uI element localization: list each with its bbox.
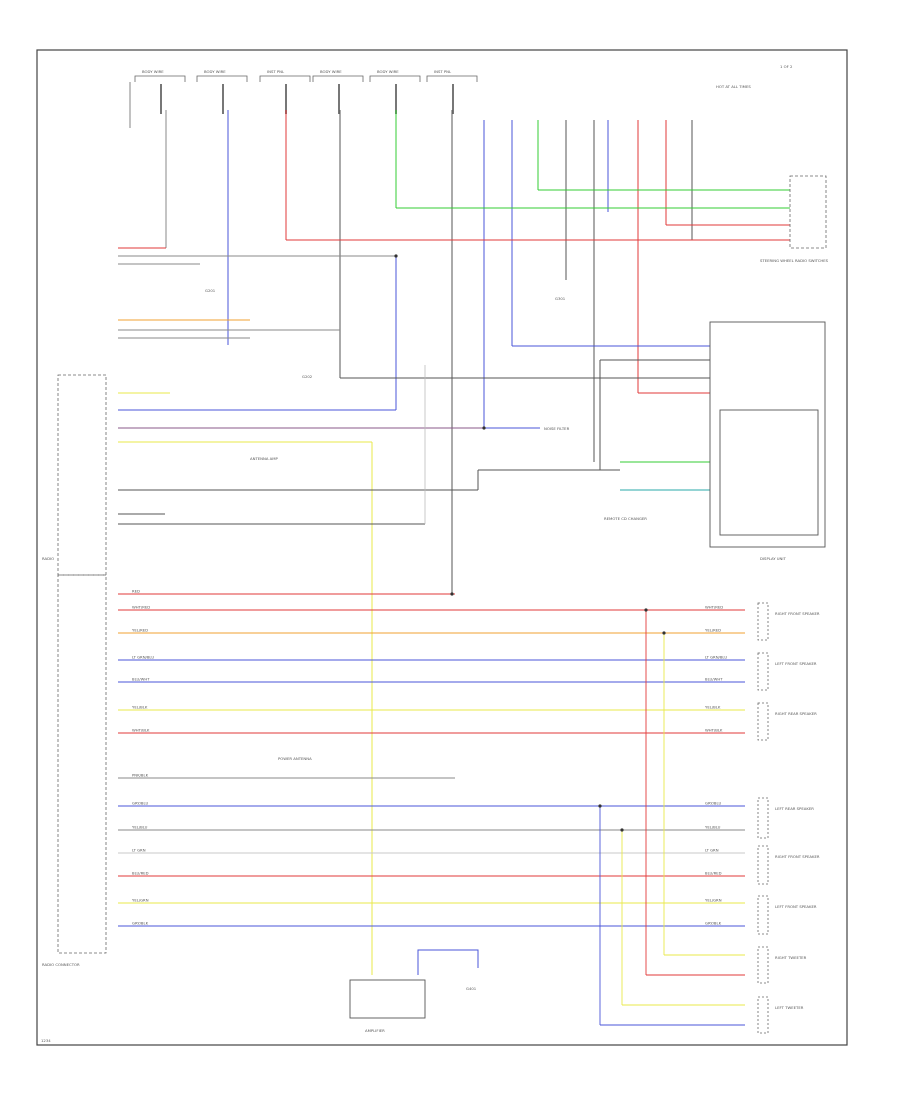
top-connector-label: BODY WIRE	[320, 69, 342, 74]
speaker-label: LEFT FRONT SPEAKER	[775, 661, 817, 666]
top-connector-label: INST PNL	[434, 69, 452, 74]
speaker-label: LEFT REAR SPEAKER	[775, 806, 814, 811]
speaker-label: RIGHT REAR SPEAKER	[775, 711, 817, 716]
top-connector: BODY WIRE	[196, 69, 248, 114]
wire-label-right: YEL/GRN	[705, 898, 722, 903]
top-connector-label: BODY WIRE	[377, 69, 399, 74]
diagram-frame	[36, 49, 848, 1046]
top-connector-label: BODY WIRE	[204, 69, 226, 74]
wire-label-left: YEL/RED	[132, 628, 148, 633]
speaker-label: LEFT FRONT SPEAKER	[775, 904, 817, 909]
radio-connector-label: RADIO CONNECTOR	[42, 962, 80, 967]
ground-4-label: G401	[466, 986, 477, 991]
top-connector: BODY WIRE	[369, 69, 421, 114]
speaker-label: RIGHT FRONT SPEAKER	[775, 854, 820, 859]
amplifier-box	[349, 979, 426, 1019]
noise-filter-label: NOISE FILTER	[544, 426, 570, 431]
wire-label-right: LT GRN	[705, 848, 719, 853]
wire-label-right: LT GRN/BLU	[705, 655, 727, 660]
top-connector: INST PNL	[259, 69, 311, 114]
wire-label-right: BLU/WHT	[705, 677, 723, 682]
speaker: LEFT FRONT SPEAKER	[757, 895, 817, 935]
right-taps	[599, 610, 745, 1026]
speaker: RIGHT REAR SPEAKER	[757, 702, 817, 741]
wire-label-left: GRY/BLK	[132, 921, 149, 926]
speaker: LEFT TWEETER	[757, 996, 804, 1034]
power-antenna-label: POWER ANTENNA	[278, 756, 312, 761]
ground-1-label: G201	[205, 288, 216, 293]
speaker-rows	[118, 593, 745, 927]
wire-label-right: YEL/BLK	[705, 705, 721, 710]
speaker: LEFT FRONT SPEAKER	[757, 652, 817, 691]
radio-lower-box	[57, 574, 107, 954]
wire-label-left: YEL/BLK	[132, 705, 148, 710]
top-connector: BODY WIRE	[134, 69, 186, 114]
footer-code: 1234	[41, 1038, 51, 1043]
display-unit-label: DISPLAY UNIT	[760, 556, 787, 561]
vertical-feeds	[165, 110, 693, 594]
wire-label-right: GRY/BLU	[705, 801, 721, 806]
radio-connector-box	[57, 374, 107, 576]
steering-switch-box	[789, 175, 827, 249]
display-unit-box	[709, 321, 826, 548]
hot-label: HOT AT ALL TIMES	[716, 84, 751, 89]
wire-label-left: WHT/RED	[132, 605, 150, 610]
amplifier-label: AMPLIFIER	[365, 1028, 385, 1033]
top-connector: BODY WIRE	[312, 69, 364, 114]
top-connector: INST PNL	[426, 69, 478, 114]
wire-label-left: GRY/BLU	[132, 801, 148, 806]
ground-3-label: G301	[555, 296, 566, 301]
wire-label-right: WHT/BLK	[705, 728, 723, 733]
wire-label-right: YEL/RED	[705, 628, 721, 633]
splice-dots	[394, 254, 666, 832]
amp-feed	[417, 949, 479, 975]
ground-2-label: G202	[302, 374, 313, 379]
speaker: RIGHT FRONT SPEAKER	[757, 845, 820, 885]
wire-label-left: WHT/BLK	[132, 728, 150, 733]
top-connector-label: BODY WIRE	[142, 69, 164, 74]
top-connectors: BODY WIRE BODY WIRE INST PNL BODY WIRE BODY …	[129, 69, 478, 128]
display-inner-box	[719, 409, 819, 536]
wire-label-left: BLU/WHT	[132, 677, 150, 682]
speaker-boxes: RIGHT FRONT SPEAKER LEFT FRONT SPEAKER RIG…	[757, 602, 820, 1034]
wire-label-right: YEL/BLU	[705, 825, 721, 830]
antenna-amp-label: ANTENNA AMP	[250, 456, 279, 461]
top-connector-label: INST PNL	[267, 69, 285, 74]
wire-label-right: WHT/RED	[705, 605, 723, 610]
radio-label: RADIO	[42, 556, 54, 561]
speaker: RIGHT TWEETER	[757, 946, 807, 984]
speaker-label: RIGHT FRONT SPEAKER	[775, 611, 820, 616]
remote-cd-label: REMOTE CD CHANGER	[604, 516, 647, 521]
row-labels: RED WHT/RED WHT/RED YEL/RED YEL/RED LT GRN/BL…	[132, 589, 727, 926]
sheet-label: 1 OF 2	[780, 64, 793, 69]
speaker-label: LEFT TWEETER	[775, 1005, 804, 1010]
wire-label-left: YEL/BLU	[132, 825, 148, 830]
speaker-label: RIGHT TWEETER	[775, 955, 807, 960]
speaker: LEFT REAR SPEAKER	[757, 797, 814, 839]
wire-label-left: LT GRN	[132, 848, 146, 853]
wire-label-left: PNK/BLK	[132, 773, 149, 778]
wire-label-right: GRY/BLK	[705, 921, 722, 926]
wire-label-left: BLU/RED	[132, 871, 149, 876]
speaker: RIGHT FRONT SPEAKER	[757, 602, 820, 641]
wire-label-left: LT GRN/BLU	[132, 655, 154, 660]
wire-label-right: BLU/RED	[705, 871, 722, 876]
wire-label-left: YEL/GRN	[132, 898, 149, 903]
steering-switch-label: STEERING WHEEL RADIO SWITCHES	[760, 258, 829, 263]
wire-label-left: RED	[132, 589, 140, 594]
top-bus-lines	[118, 189, 790, 975]
